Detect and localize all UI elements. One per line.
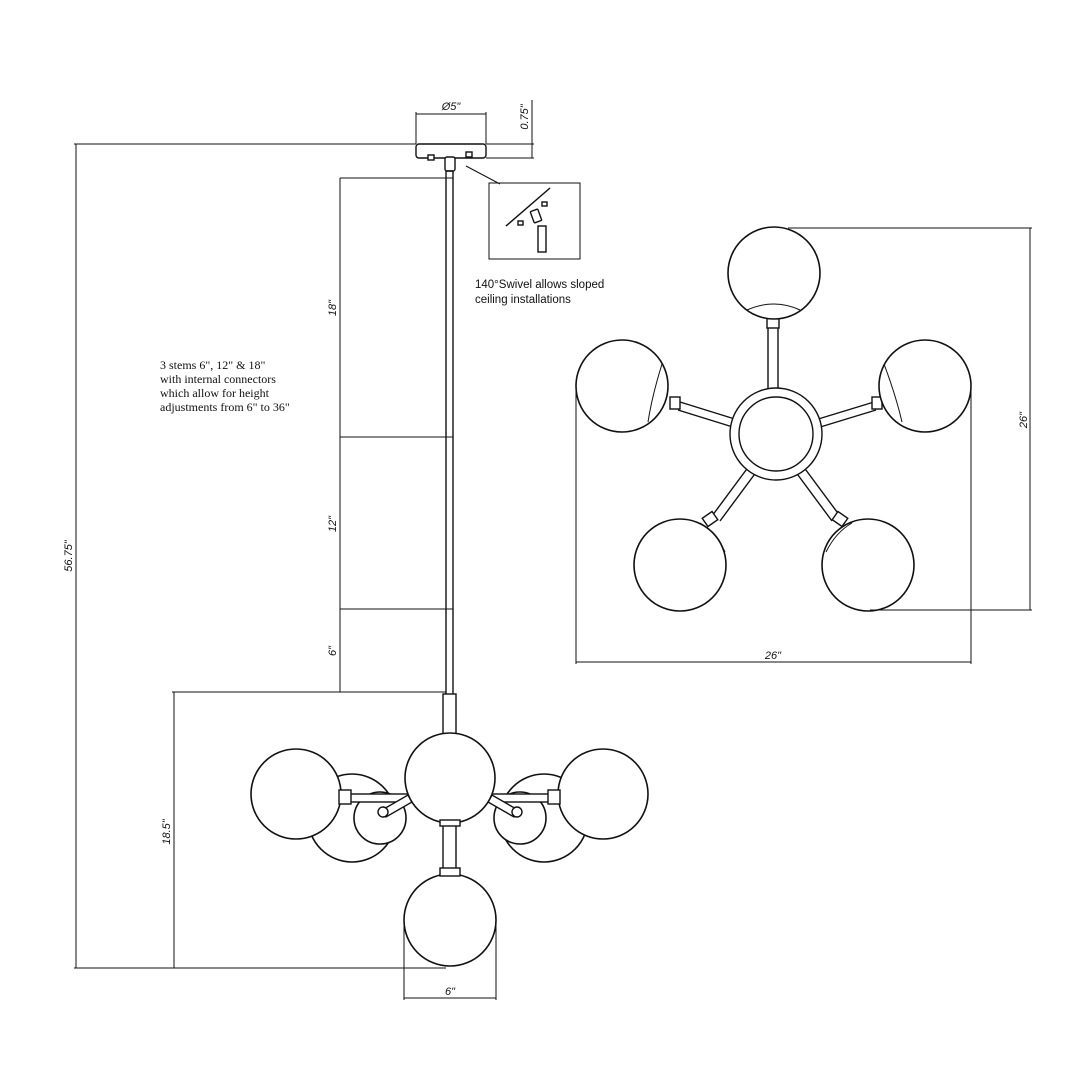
downrod bbox=[445, 170, 454, 694]
swivel-note-line-1: 140°Swivel allows sloped bbox=[475, 279, 604, 291]
globe-bottom bbox=[403, 873, 497, 967]
top-socket-southeast bbox=[831, 510, 849, 528]
canopy-swivel bbox=[444, 156, 456, 172]
fixture-height-label: 18.5" bbox=[161, 818, 173, 844]
top-view-width-dimension: 26" bbox=[575, 386, 972, 664]
top-socket-west bbox=[669, 396, 681, 410]
fixture-top-view bbox=[575, 226, 972, 612]
detail-stem bbox=[537, 225, 547, 253]
top-globe-north-edge bbox=[746, 303, 801, 311]
top-globe-southwest bbox=[633, 518, 727, 612]
stems-note-line-2: with internal connectors bbox=[160, 372, 276, 386]
socket-center bbox=[439, 819, 461, 827]
canopy-screw-right bbox=[465, 151, 473, 158]
top-globe-southeast-edge bbox=[825, 522, 853, 553]
swivel-detail-inset bbox=[465, 165, 581, 260]
stem-12-label: 12" bbox=[327, 515, 339, 532]
stems-note-line-3: which allow for height bbox=[160, 386, 270, 400]
canopy-height-dimension: 0.75" bbox=[486, 100, 534, 159]
top-view-width-label: 26" bbox=[764, 650, 782, 662]
fixture-side-view bbox=[250, 693, 649, 967]
detail-screw-right bbox=[541, 201, 548, 207]
socket-inner-left bbox=[377, 806, 389, 818]
overall-height-dimension: 56.75" bbox=[63, 143, 446, 969]
canopy-height-label: 0.75" bbox=[519, 103, 531, 129]
stem-6-label: 6" bbox=[327, 645, 339, 656]
canopy-diameter-dimension: Ø5" bbox=[415, 101, 487, 144]
top-globe-north bbox=[727, 226, 821, 320]
globe-front-left bbox=[250, 748, 342, 840]
swivel-note: 140°Swivel allows sloped ceiling install… bbox=[475, 279, 607, 306]
top-globe-west-edge bbox=[647, 363, 663, 423]
stem-18-label: 18" bbox=[327, 299, 339, 316]
globe-width-dimension: 6" bbox=[403, 920, 497, 1000]
top-socket-southwest bbox=[701, 510, 719, 528]
stems-note-line-4: adjustments from 6" to 36" bbox=[160, 400, 290, 414]
globe-front-right bbox=[557, 748, 649, 840]
canopy bbox=[415, 143, 487, 172]
top-globe-west bbox=[575, 339, 669, 433]
stems-note: 3 stems 6", 12" & 18" with internal conn… bbox=[160, 358, 290, 414]
socket-front-right bbox=[547, 789, 561, 805]
top-globe-southeast bbox=[821, 518, 915, 612]
socket-front-left bbox=[338, 789, 352, 805]
overall-height-label: 56.75" bbox=[63, 539, 75, 572]
globe-center bbox=[404, 732, 496, 824]
detail-swivel-joint bbox=[529, 208, 543, 224]
globe-width-label: 6" bbox=[445, 986, 456, 998]
stem-dimensions: 18" 12" 6" bbox=[327, 177, 446, 693]
top-arm-north bbox=[767, 325, 779, 397]
canopy-plate bbox=[415, 143, 487, 159]
socket-inner-right bbox=[511, 806, 523, 818]
canopy-screw-left bbox=[427, 154, 435, 161]
swivel-note-line-2: ceiling installations bbox=[475, 294, 571, 306]
swivel-detail-frame bbox=[488, 182, 581, 260]
socket-bottom bbox=[439, 867, 461, 877]
top-globe-east-edge bbox=[883, 363, 903, 423]
top-hub-inner bbox=[738, 396, 814, 472]
detail-screw-left bbox=[517, 220, 524, 226]
fixture-height-dimension: 18.5" bbox=[161, 691, 446, 968]
top-globe-east bbox=[878, 339, 972, 433]
fixture-stem-bottom bbox=[442, 823, 457, 873]
top-view-height-label: 26" bbox=[1018, 411, 1030, 429]
canopy-diameter-label: Ø5" bbox=[441, 101, 462, 113]
top-globe-southwest-edge bbox=[699, 522, 726, 553]
top-view-height-dimension: 26" bbox=[788, 227, 1032, 611]
stems-note-line-1: 3 stems 6", 12" & 18" bbox=[160, 358, 265, 372]
